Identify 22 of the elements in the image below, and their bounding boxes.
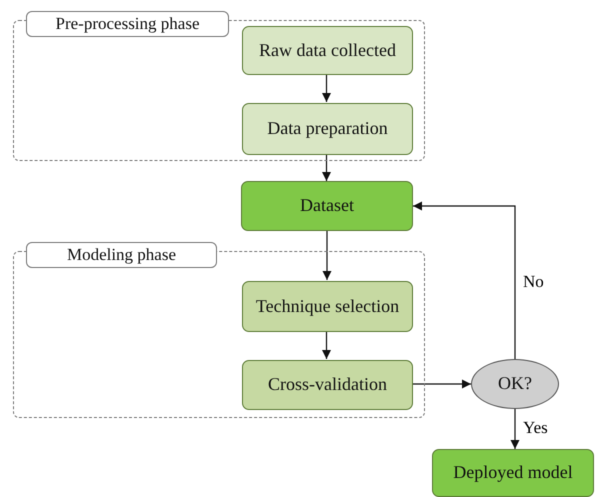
arrow	[322, 331, 331, 359]
process-box	[241, 181, 413, 231]
phase-label: Pre-processing phase	[26, 11, 229, 37]
node-label: Data preparation	[267, 118, 388, 140]
node-label: Cross-validation	[268, 374, 387, 396]
process-box	[432, 449, 594, 497]
arrow	[322, 231, 332, 280]
node-label: Technique selection	[256, 296, 400, 318]
arrow	[322, 154, 331, 181]
process-box	[242, 103, 413, 155]
node-label: OK?	[498, 373, 532, 395]
process-box	[242, 360, 413, 410]
arrow	[510, 409, 520, 449]
node-label: Raw data collected	[259, 40, 396, 62]
node-label: Deployed model	[453, 462, 573, 484]
process-box	[242, 26, 413, 75]
arrow	[412, 380, 471, 388]
arrow	[413, 202, 516, 359]
phase-label: Modeling phase	[26, 242, 217, 268]
node-label: Dataset	[300, 195, 354, 217]
process-box	[242, 281, 413, 332]
arrow	[322, 74, 331, 102]
